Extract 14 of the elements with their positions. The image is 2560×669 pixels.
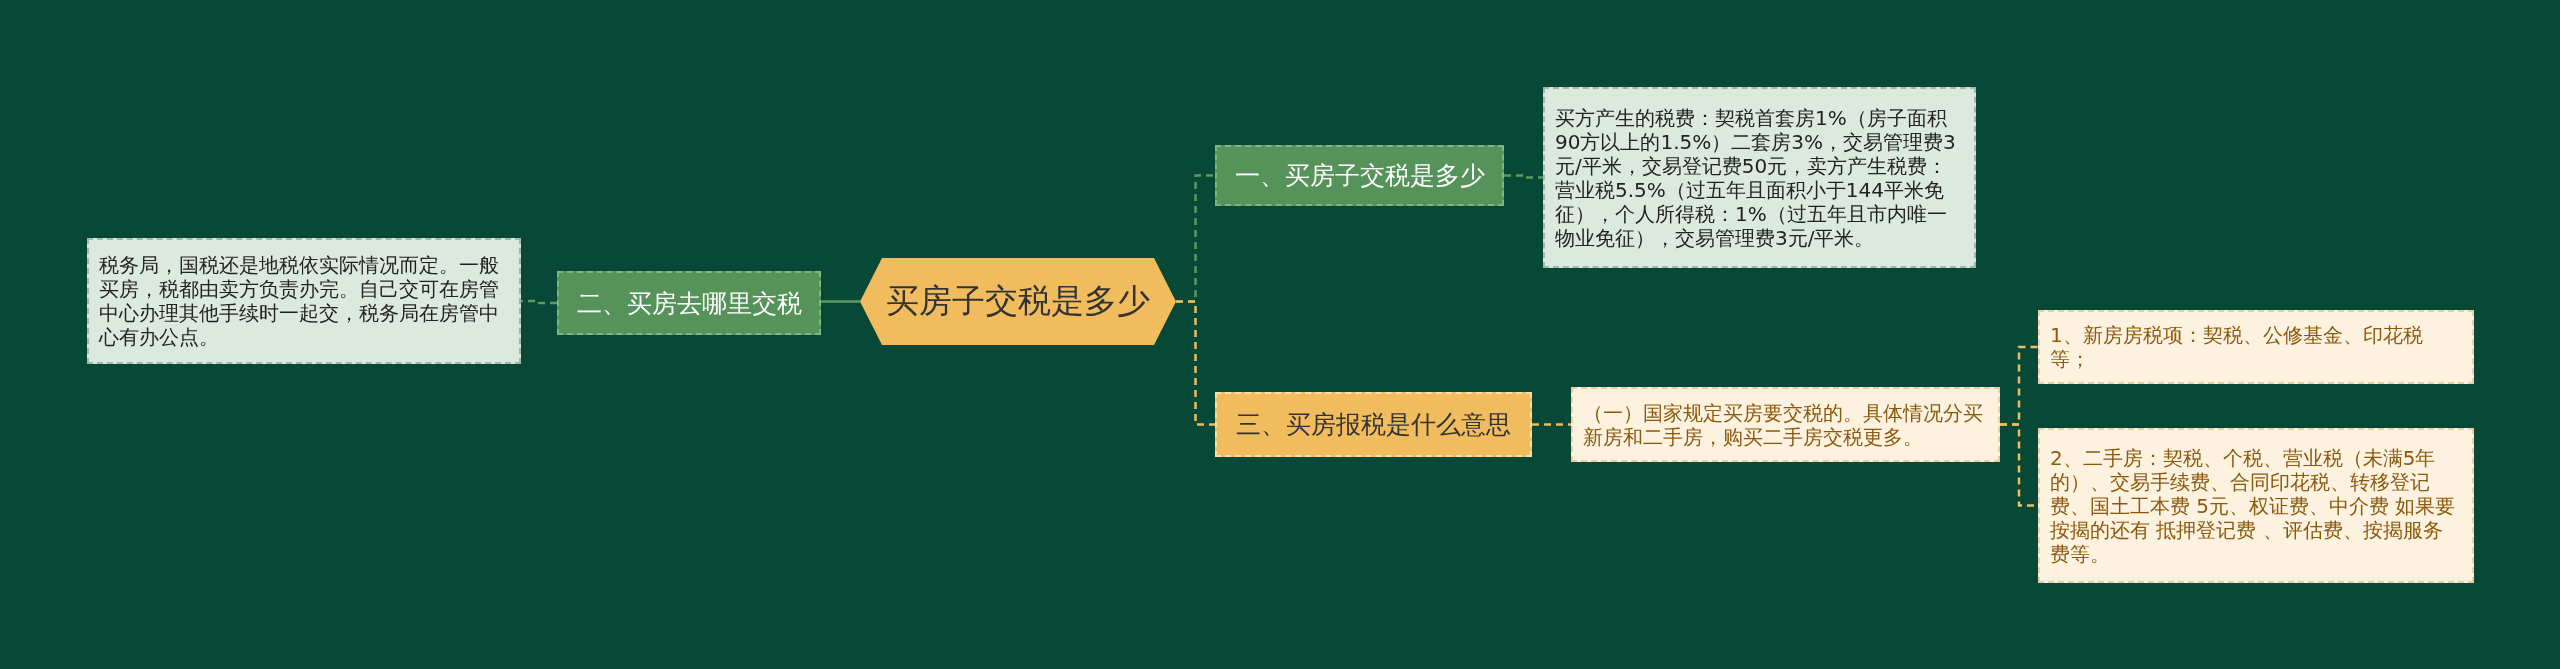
note-box: 税务局，国税还是地税依实际情况而定。一般买房，税都由卖方负责办完。自己交可在房管中心办理其他手续时一起交，税务局在房管中心有办公点。	[87, 238, 521, 364]
topic-box: 三、买房报税是什么意思	[1215, 392, 1532, 457]
topic-box: 二、买房去哪里交税	[557, 271, 821, 335]
connector-line	[1532, 423, 1571, 426]
connector-line	[821, 300, 860, 303]
note-box: （一）国家规定买房要交税的。具体情况分买新房和二手房，购买二手房交税更多。	[1571, 387, 2000, 462]
note-box: 2、二手房：契税、个税、营业税（未满5年的）、交易手续费、合同印花税、转移登记费、国土工本费 5元、权证费、中介费 如果要按揭的还有 抵押登记费 、评估费、按揭服务费等。	[2038, 428, 2474, 583]
topic-box: 一、买房子交税是多少	[1215, 145, 1504, 206]
note-box: 买方产生的税费：契税首套房1%（房子面积90方以上的1.5%）二套房3%，交易管理费3元/平米，交易登记费50元，卖方产生税费：营业税5.5%（过五年且面积小于144平米免征），个人所得税：1%（过五年且市内唯一物业免征），交易管理费3元/平米。	[1543, 87, 1976, 268]
central-topic-hexagon: 买房子交税是多少	[860, 258, 1176, 345]
note-box: 1、新房房税项：契税、公修基金、印花税等；	[2038, 310, 2474, 384]
connector-line	[1176, 300, 1215, 426]
connector-line	[1504, 174, 1543, 179]
connector-line	[521, 299, 557, 305]
